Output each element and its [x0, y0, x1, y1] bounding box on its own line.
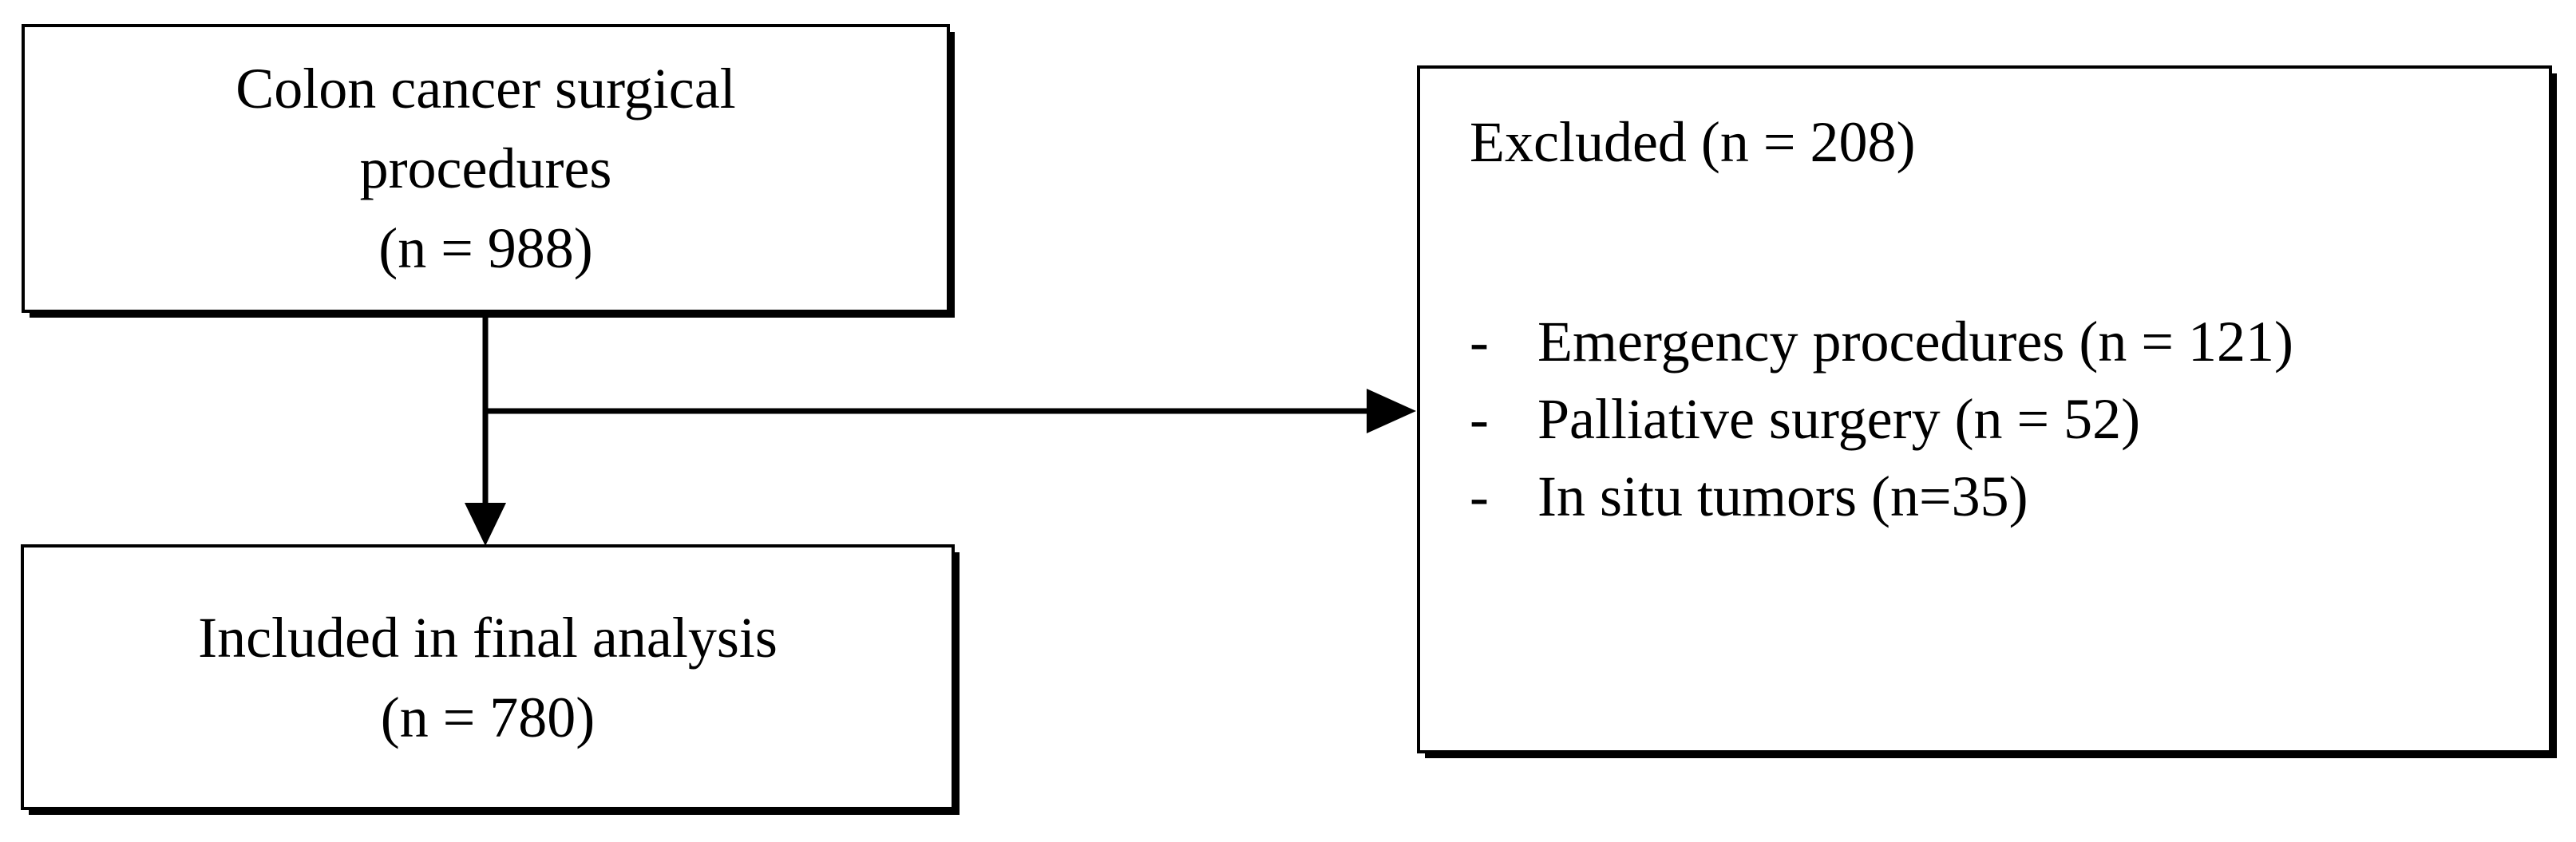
excluded-title: Excluded (n = 208)	[1470, 110, 1916, 174]
box-excluded: Excluded (n = 208) - Emergency procedure…	[1417, 65, 2552, 753]
excluded-item-label: Emergency procedures (n = 121)	[1537, 310, 2293, 374]
excluded-item: - Palliative surgery (n = 52)	[1470, 381, 2525, 458]
box-included-final-analysis: Included in final analysis (n = 780)	[21, 544, 955, 810]
arrow-right-head	[1367, 389, 1416, 433]
included-line-1: Included in final analysis	[198, 605, 778, 670]
excluded-item: - Emergency procedures (n = 121)	[1470, 303, 2525, 381]
source-line-2: procedures	[359, 136, 612, 200]
excluded-item-label: In situ tumors (n=35)	[1537, 464, 2028, 528]
bullet-dash: -	[1470, 310, 1489, 374]
source-line-1: Colon cancer surgical	[235, 57, 736, 121]
arrow-down-head	[465, 503, 506, 546]
excluded-reason-list: - Emergency procedures (n = 121) - Palli…	[1470, 303, 2525, 536]
bullet-dash: -	[1470, 387, 1489, 451]
arrow-right-to-excluded	[485, 389, 1416, 433]
bullet-dash: -	[1470, 464, 1489, 528]
box-colon-cancer-procedures: Colon cancer surgical procedures (n = 98…	[22, 24, 950, 313]
arrow-down-to-included	[465, 313, 506, 546]
source-count: (n = 988)	[378, 216, 593, 280]
excluded-item-label: Palliative surgery (n = 52)	[1537, 387, 2141, 451]
included-count: (n = 780)	[380, 685, 596, 749]
excluded-item: - In situ tumors (n=35)	[1470, 458, 2525, 536]
